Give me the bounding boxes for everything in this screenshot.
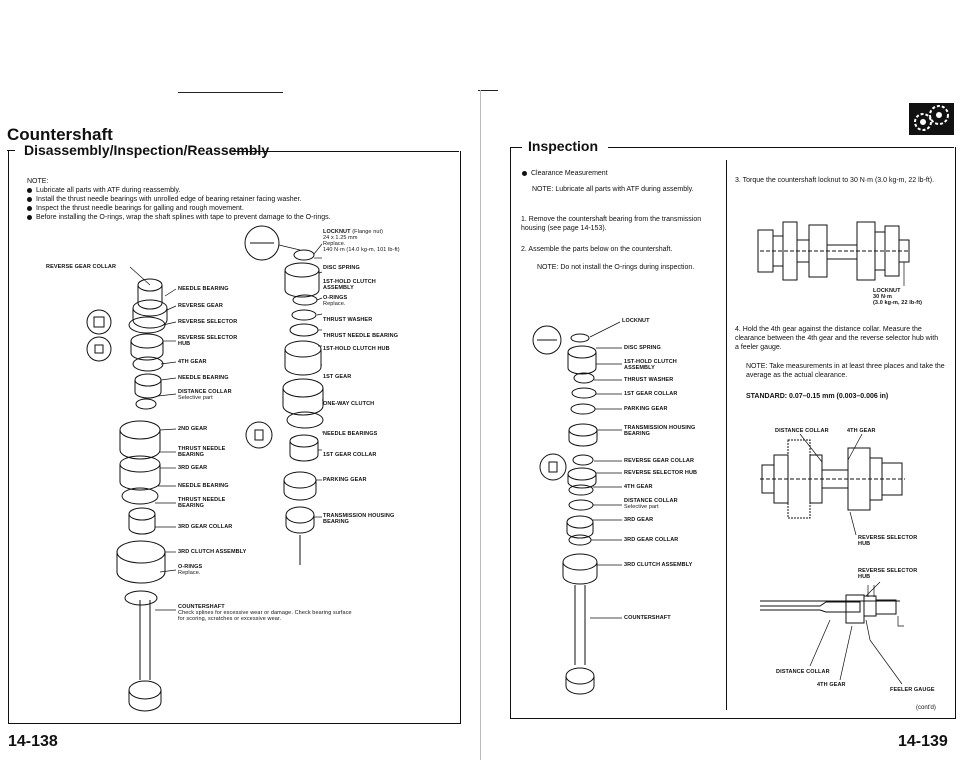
step-2: 2. Assemble the parts below on the count… — [521, 246, 673, 253]
label-3rd-gear: 3RD GEAR — [178, 465, 208, 471]
note-lubricate: NOTE: Lubricate all parts with ATF durin… — [532, 186, 694, 193]
label-transmission-housing-bearing: TRANSMISSION HOUSING BEARING — [624, 425, 696, 437]
label-reverse-gear-collar: REVERSE GEAR COLLAR — [46, 264, 117, 270]
label-o-rings: O-RINGS Replace. — [178, 564, 203, 576]
part-stack-right — [244, 225, 324, 565]
label-thrust-washer: THRUST WASHER — [323, 317, 373, 323]
label-disc-spring: DISC SPRING — [323, 265, 360, 271]
fig3-label-distance-collar: DISTANCE COLLAR — [776, 669, 830, 675]
label-needle-bearing: NEEDLE BEARING — [178, 483, 229, 489]
title-rule-left — [7, 150, 15, 151]
label-3rd-gear-collar: 3RD GEAR COLLAR — [624, 537, 679, 543]
fig2-label-4th-gear: 4TH GEAR — [847, 428, 876, 434]
label-needle-bearings: NEEDLE BEARINGS — [323, 431, 378, 437]
reverse-selector-hub-view-icon — [86, 336, 112, 362]
label-needle-bearing: NEEDLE BEARING — [178, 286, 229, 292]
label-one-way-clutch: ONE-WAY CLUTCH — [323, 401, 375, 407]
left-page-frame — [8, 151, 461, 724]
continued-note: (cont'd) — [916, 705, 936, 711]
page-number-left: 14-138 — [8, 733, 58, 750]
label-countershaft: COUNTERSHAFT Check splines for excessive… — [178, 604, 352, 622]
label-3rd-clutch-assembly: 3RD CLUTCH ASSEMBLY — [178, 549, 247, 555]
locknut-view-icon — [532, 325, 562, 355]
note-orings: NOTE: Do not install the O-rings during … — [537, 264, 695, 271]
fig3-label-reverse-selector-hub: REVERSE SELECTOR HUB — [858, 568, 918, 580]
fig3-label-4th-gear: 4TH GEAR — [817, 682, 846, 688]
label-disc-spring: DISC SPRING — [624, 345, 661, 351]
label-1st-gear-collar: 1ST GEAR COLLAR — [323, 452, 377, 458]
label-distance-collar-sub: Selective part — [178, 395, 213, 401]
label-4th-gear: 4TH GEAR — [624, 484, 653, 490]
note-item: Before installing the O-rings, wrap the … — [27, 213, 447, 222]
label-1st-gear: 1ST GEAR — [323, 374, 352, 380]
reverse-selector-view-icon — [86, 309, 112, 335]
page-number-right: 14-139 — [898, 733, 948, 750]
label-4th-gear: 4TH GEAR — [178, 359, 207, 365]
label-1st-hold-clutch-hub: 1ST-HOLD CLUTCH HUB — [323, 346, 390, 352]
label-distance-collar: DISTANCE COLLAR Selective part — [624, 498, 678, 510]
column-divider — [726, 160, 727, 710]
label-reverse-selector-hub: REVERSE SELECTOR HUB — [178, 335, 238, 347]
top-rule-center — [478, 90, 498, 91]
one-way-clutch-view-icon — [245, 421, 273, 449]
section-title-inspection: Inspection — [528, 138, 599, 154]
label-distance-collar: DISTANCE COLLAR Selective part — [178, 389, 232, 401]
fig3-label-feeler-gauge: FEELER GAUGE — [890, 687, 935, 693]
label-reverse-selector-hub: REVERSE SELECTOR HUB — [624, 470, 698, 476]
subsection-title: Disassembly/Inspection/Reassembly — [24, 142, 270, 158]
label-locknut: LOCKNUT — [622, 318, 650, 324]
label-3rd-gear-collar: 3RD GEAR COLLAR — [178, 524, 233, 530]
label-o-rings: O-RINGS Replace. — [323, 295, 348, 307]
reverse-selector-hub-view-icon — [539, 453, 567, 481]
label-reverse-selector: REVERSE SELECTOR — [178, 319, 238, 325]
note-measure: NOTE: Take measurements in at least thre… — [746, 363, 945, 379]
top-rule-left — [178, 92, 283, 93]
label-1st-gear-collar: 1ST GEAR COLLAR — [624, 391, 678, 397]
step-3: 3. Torque the countershaft locknut to 30… — [735, 177, 935, 184]
fig2-label-reverse-selector-hub: REVERSE SELECTOR HUB — [858, 535, 918, 547]
gear-logo-icon — [909, 103, 954, 135]
subtitle-rule — [232, 151, 459, 152]
label-thrust-needle-bearing: THRUST NEEDLE BEARING — [178, 446, 226, 458]
section-title-countershaft: Countershaft — [7, 125, 113, 144]
label-needle-bearing: NEEDLE BEARING — [178, 375, 229, 381]
label-1st-hold-clutch-assembly: 1ST-HOLD CLUTCH ASSEMBLY — [624, 359, 677, 371]
note-item: Install the thrust needle bearings with … — [27, 195, 447, 204]
label-thrust-washer: THRUST WASHER — [624, 377, 674, 383]
standard-spec: STANDARD: 0.07–0.15 mm (0.003–0.006 in) — [746, 393, 889, 400]
label-parking-gear: PARKING GEAR — [323, 477, 367, 483]
note-item: Lubricate all parts with ATF during reas… — [27, 186, 447, 195]
label-3rd-clutch-assembly: 3RD CLUTCH ASSEMBLY — [624, 562, 693, 568]
label-countershaft-sub: Check splines for excessive wear or dama… — [178, 610, 352, 622]
note-heading: NOTE: — [27, 178, 49, 185]
label-thrust-needle-bearing: THRUST NEEDLE BEARING — [323, 333, 399, 339]
right-page-frame — [510, 147, 956, 719]
label-countershaft: COUNTERSHAFT — [624, 615, 671, 621]
label-3rd-gear: 3RD GEAR — [624, 517, 654, 523]
label-o-rings-sub: Replace. — [178, 570, 201, 576]
label-locknut: LOCKNUT 30 N·m (3.0 kg-m, 22 lb-ft) — [873, 288, 923, 306]
step-4: 4. Hold the 4th gear against the distanc… — [735, 326, 939, 351]
note-block: NOTE: Lubricate all parts with ATF durin… — [27, 177, 447, 222]
step-1: 1. Remove the countershaft bearing from … — [521, 216, 702, 232]
inspection-rule-left — [510, 147, 522, 148]
gutter-line — [480, 90, 481, 760]
note-item: Inspect the thrust needle bearings for g… — [27, 204, 447, 213]
fig2-label-distance-collar: DISTANCE COLLAR — [775, 428, 829, 434]
label-2nd-gear: 2ND GEAR — [178, 426, 208, 432]
label-thrust-needle-bearing: THRUST NEEDLE BEARING — [178, 497, 226, 509]
label-parking-gear: PARKING GEAR — [624, 406, 668, 412]
label-reverse-gear: REVERSE GEAR — [178, 303, 223, 309]
label-reverse-gear-collar: REVERSE GEAR COLLAR — [624, 458, 695, 464]
clearance-heading: Clearance Measurement — [522, 169, 608, 178]
label-transmission-housing-bearing: TRANSMISSION HOUSING BEARING — [323, 513, 395, 525]
countershaft-exploded-diagram-left — [86, 225, 324, 712]
inspection-rule — [608, 147, 954, 148]
label-locknut: LOCKNUT (Flange nut) 24 x 1.25 mm Replac… — [323, 229, 400, 253]
label-1st-hold-clutch-assembly: 1ST-HOLD CLUTCH ASSEMBLY — [323, 279, 376, 291]
